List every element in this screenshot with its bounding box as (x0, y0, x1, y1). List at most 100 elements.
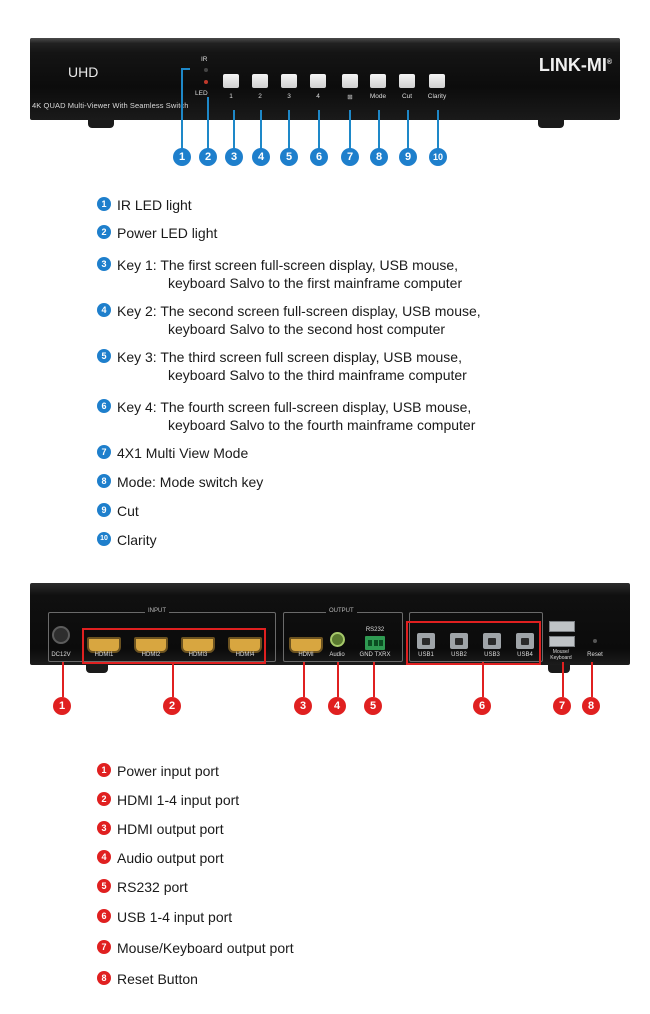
callout-pointer (349, 110, 351, 150)
mode-label: Mode (369, 93, 387, 100)
usb1-input-port[interactable] (417, 633, 435, 649)
audio-label: Audio (329, 652, 345, 658)
legend-text: Mode: Mode switch key (117, 474, 264, 490)
legend-item: 1 IR LED light (97, 196, 192, 214)
hdmi2-input-port[interactable] (134, 637, 168, 653)
legend-text: Key 3: The third screen full screen disp… (117, 348, 467, 384)
legend-number: 2 (97, 225, 111, 239)
hdmi1-input-port[interactable] (87, 637, 121, 653)
usb3-input-port[interactable] (483, 633, 501, 649)
device-foot (548, 665, 570, 673)
reset-label: Reset (587, 652, 603, 658)
callout-pointer (337, 662, 339, 697)
callout-pointer (288, 110, 290, 150)
legend-item: 6 Key 4: The fourth screen full-screen d… (97, 398, 475, 434)
callout-pointer (482, 662, 484, 697)
legend-number: 10 (97, 532, 111, 546)
dc-power-jack[interactable] (52, 626, 70, 644)
callout-3: 3 (225, 148, 243, 166)
product-subtitle: 4K QUAD Multi-Viewer With Seamless Switc… (32, 101, 189, 110)
legend-item: 3 HDMI output port (97, 820, 224, 838)
callout-pointer (181, 68, 183, 150)
legend-number: 7 (97, 445, 111, 459)
keyboard-usb-port[interactable] (549, 636, 575, 647)
usb1-label: USB1 (418, 652, 434, 658)
usb-ports-highlight (406, 621, 541, 665)
key-3-label: 3 (287, 93, 291, 100)
mode-button[interactable] (370, 74, 386, 88)
legend-item: 4 Audio output port (97, 849, 224, 867)
legend-text: Audio output port (117, 850, 224, 866)
legend-text: Reset Button (117, 971, 198, 987)
hdmi-output-label: HDMI (298, 652, 314, 658)
cut-label: Cut (401, 93, 413, 100)
callout-3: 3 (294, 697, 312, 715)
ir-led-indicator (204, 68, 208, 72)
callout-pointer (62, 662, 64, 697)
key-4-button[interactable] (310, 74, 326, 88)
legend-item: 2 Power LED light (97, 224, 217, 242)
hdmi-output-port[interactable] (289, 637, 323, 653)
callout-8: 8 (370, 148, 388, 166)
hdmi3-label: HDMI3 (188, 652, 208, 658)
legend-number: 4 (97, 303, 111, 317)
legend-text: Mouse/Keyboard output port (117, 940, 294, 956)
clarity-button[interactable] (429, 74, 445, 88)
key-3-button[interactable] (281, 74, 297, 88)
legend-line: keyboard Salvo to the second host comput… (168, 321, 446, 337)
usb2-input-port[interactable] (450, 633, 468, 649)
legend-number: 6 (97, 399, 111, 413)
legend-item: 10 Clarity (97, 531, 157, 549)
back-panel-device: INPUT DC12V HDMI1 HDMI2 HDMI3 HDMI4 OUTP… (30, 583, 630, 673)
rs232-terminal-block[interactable] (365, 636, 385, 650)
multiview-button[interactable] (342, 74, 358, 88)
legend-item: 7 4X1 Multi View Mode (97, 444, 248, 462)
hdmi3-input-port[interactable] (181, 637, 215, 653)
model-label: UHD (68, 64, 99, 80)
legend-item: 6 USB 1-4 input port (97, 908, 232, 926)
key-1-button[interactable] (223, 74, 239, 88)
cut-button[interactable] (399, 74, 415, 88)
hdmi2-label: HDMI2 (141, 652, 161, 658)
hdmi-inputs-highlight (82, 628, 266, 664)
legend-item: 8 Mode: Mode switch key (97, 473, 263, 491)
hdmi4-input-port[interactable] (228, 637, 262, 653)
legend-number: 4 (97, 850, 111, 864)
callout-10: 10 (429, 148, 447, 166)
audio-output-jack[interactable] (330, 632, 345, 647)
back-panel-body (30, 583, 630, 665)
legend-item: 5 RS232 port (97, 878, 188, 896)
callout-4: 4 (328, 697, 346, 715)
callout-pointer (172, 662, 174, 697)
device-foot (88, 120, 114, 128)
rs232-title: RS232 (365, 627, 385, 633)
legend-number: 5 (97, 349, 111, 363)
usb-group-frame (409, 612, 543, 662)
rs232-pins-label: GND TXRX (359, 652, 391, 658)
legend-number: 3 (97, 257, 111, 271)
key-2-label: 2 (258, 93, 262, 100)
usb4-label: USB4 (517, 652, 533, 658)
callout-pointer (318, 110, 320, 150)
usb4-input-port[interactable] (516, 633, 534, 649)
legend-line: keyboard Salvo to the fourth mainframe c… (168, 417, 476, 433)
key-2-button[interactable] (252, 74, 268, 88)
reset-button[interactable] (593, 639, 597, 643)
mouse-usb-port[interactable] (549, 621, 575, 632)
callout-pointer (260, 110, 262, 150)
legend-number: 2 (97, 792, 111, 806)
ir-label: IR (201, 56, 208, 63)
clarity-label: Clarity (427, 93, 447, 100)
callout-pointer (437, 110, 439, 150)
legend-item: 8 Reset Button (97, 970, 198, 988)
callout-9: 9 (399, 148, 417, 166)
callout-5: 5 (364, 697, 382, 715)
front-panel-device: UHD 4K QUAD Multi-Viewer With Seamless S… (30, 38, 620, 128)
led-label: LED (195, 90, 208, 97)
callout-pointer (591, 662, 593, 697)
legend-number: 8 (97, 971, 111, 985)
dc-label: DC12V (51, 652, 71, 658)
legend-text: USB 1-4 input port (117, 909, 233, 925)
legend-text: HDMI 1-4 input port (117, 792, 240, 808)
callout-1: 1 (53, 697, 71, 715)
